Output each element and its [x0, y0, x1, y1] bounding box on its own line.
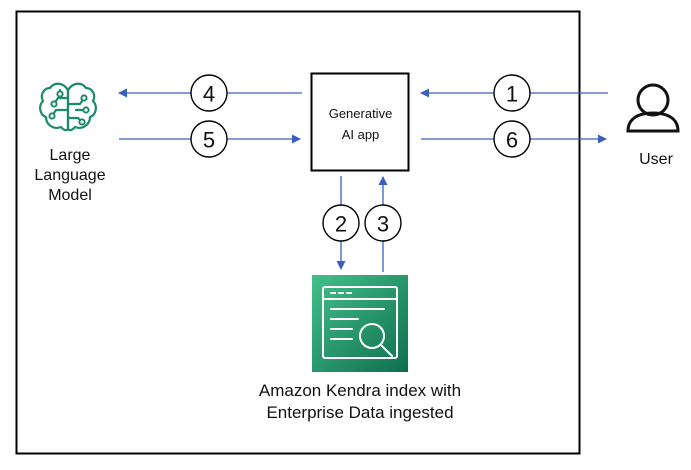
llm-label: Large Language Model — [22, 146, 118, 206]
step-2-label: 2 — [335, 212, 347, 237]
llm-label-line-3: Model — [48, 187, 92, 204]
step-3-circle — [364, 204, 402, 242]
step-6-label: 6 — [506, 128, 518, 153]
document-search-icon — [312, 275, 408, 372]
step-1-circle — [493, 74, 531, 112]
step-3-label: 3 — [377, 212, 389, 237]
kendra-label-line-2: Enterprise Data ingested — [266, 403, 454, 422]
user-label: User — [639, 151, 673, 168]
generative-ai-app-label: Generative AI app — [312, 103, 409, 145]
step-2-circle — [322, 204, 360, 242]
llm-label-line-2: Language — [34, 167, 106, 184]
brain-circuit-nodes — [48, 90, 90, 126]
app-label-line-2: AI app — [341, 127, 380, 142]
step-4-circle — [190, 74, 228, 112]
generative-ai-app-box — [310, 72, 410, 172]
app-label-line-1: Generative — [328, 106, 393, 121]
step-5-label: 5 — [203, 128, 215, 153]
user-icon — [626, 83, 680, 133]
kendra-label: Amazon Kendra index with Enterprise Data… — [205, 380, 515, 424]
llm-label-line-1: Large — [49, 147, 91, 164]
step-5-circle — [190, 120, 228, 158]
step-1-label: 1 — [506, 82, 518, 107]
kendra-label-line-1: Amazon Kendra index with — [258, 381, 462, 400]
system-boundary — [15, 10, 581, 455]
step-4-label: 4 — [203, 82, 215, 107]
step-6-circle — [493, 120, 531, 158]
